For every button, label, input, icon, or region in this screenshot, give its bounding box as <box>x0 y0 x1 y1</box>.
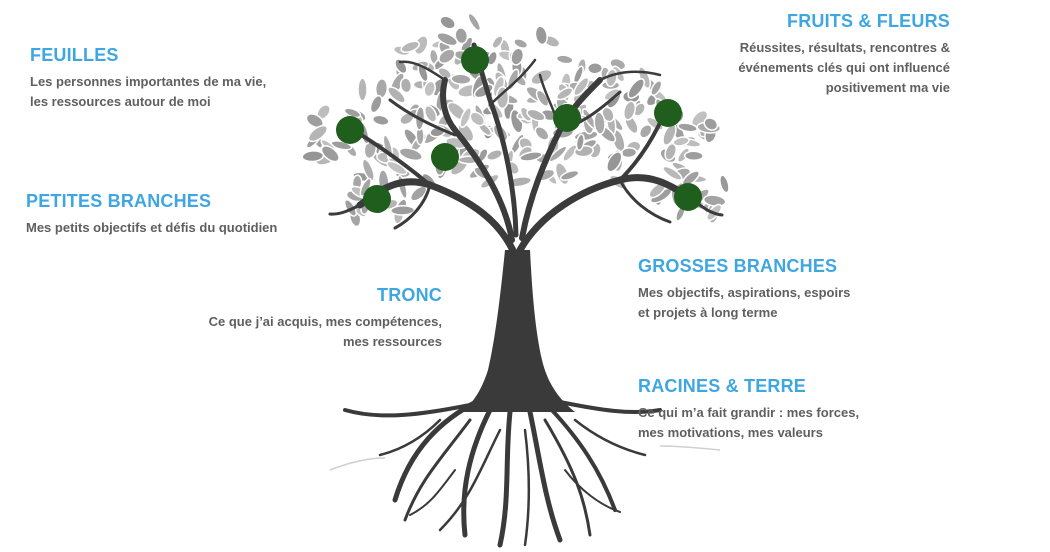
tronc-title: TRONC <box>377 285 442 305</box>
leaf <box>556 87 574 101</box>
racines-line-1: Ce qui m’a fait grandir : mes forces, <box>638 405 860 420</box>
feuilles-line-1: Les personnes importantes de ma vie, <box>30 74 267 89</box>
leaf <box>606 151 623 173</box>
grosses-branches-description: Mes objectifs, aspirations, espoirs et p… <box>638 283 850 323</box>
leaf <box>423 80 436 98</box>
leaf <box>650 80 663 96</box>
tronc-line-2: mes ressources <box>342 334 442 349</box>
fruit <box>363 185 391 213</box>
leaf <box>662 165 683 181</box>
leaf <box>683 150 704 162</box>
leaf <box>386 160 408 176</box>
leaf <box>638 123 653 139</box>
tronc-line-1: Ce que j’ai acquis, mes compétences, <box>208 314 442 329</box>
fruits-label: FRUITS & FLEURS Réussites, résultats, re… <box>738 11 950 98</box>
leaf <box>548 145 568 163</box>
leaf <box>534 126 550 141</box>
leaf <box>719 174 730 194</box>
feuilles-title: FEUILLES <box>30 45 119 65</box>
leaf <box>320 145 340 163</box>
leaf <box>438 48 456 65</box>
leaf <box>677 122 698 133</box>
leaf <box>622 100 637 121</box>
feuilles-description: Les personnes importantes de ma vie, les… <box>30 72 266 112</box>
racines-title: RACINES & TERRE <box>638 376 807 396</box>
leaf <box>534 25 548 46</box>
racines-label: RACINES & TERRE Ce qui m’a fait grandir … <box>638 376 859 443</box>
leaf <box>467 12 482 32</box>
leaf <box>390 205 416 216</box>
leaf <box>387 86 406 104</box>
tronc-label: TRONC Ce que j’ai acquis, mes compétence… <box>209 285 442 352</box>
grosses-branches-title: GROSSES BRANCHES <box>638 256 838 276</box>
roots <box>343 397 662 548</box>
fruits-title: FRUITS & FLEURS <box>787 11 950 31</box>
leaf <box>361 158 375 182</box>
petites-branches-label: PETITES BRANCHES Mes petits objectifs et… <box>26 191 277 238</box>
leaf <box>555 54 574 65</box>
leaf <box>627 78 645 99</box>
leaf <box>400 40 420 54</box>
fruit <box>431 143 459 171</box>
leaf <box>459 106 472 129</box>
grosses-branches-line-1: Mes objectifs, aspirations, espoirs <box>638 285 851 300</box>
petites-branches-line-1: Mes petits objectifs et défis du quotidi… <box>26 220 278 235</box>
leaf <box>620 147 638 159</box>
fruits <box>336 46 702 213</box>
leaf <box>573 76 590 97</box>
petites-branches-description: Mes petits objectifs et défis du quotidi… <box>26 218 277 238</box>
leaf <box>587 62 603 75</box>
leaf <box>439 15 456 30</box>
leaf <box>436 32 459 47</box>
feuilles-label: FEUILLES Les personnes importantes de ma… <box>30 45 266 112</box>
fruit <box>461 46 489 74</box>
leaf <box>371 114 390 126</box>
leaf <box>357 77 368 102</box>
leaf <box>575 133 585 152</box>
racines-line-2: mes motivations, mes valeurs <box>638 425 823 440</box>
leaf <box>423 105 438 123</box>
leaf <box>450 73 472 85</box>
racines-description: Ce qui m’a fait grandir : mes forces, me… <box>638 403 859 443</box>
leaf <box>672 136 690 147</box>
leaf <box>510 47 525 66</box>
leaf <box>469 111 486 127</box>
fruit <box>674 183 702 211</box>
leaf <box>559 169 580 181</box>
fruit <box>654 99 682 127</box>
ground-lines <box>329 445 721 471</box>
leaf <box>526 108 546 122</box>
fruits-line-1: Réussites, résultats, rencontres & <box>739 40 950 55</box>
leaf <box>703 117 719 131</box>
leaf <box>513 38 529 49</box>
leaf <box>369 94 383 114</box>
fruits-line-2: événements clés qui ont influencé <box>738 60 950 75</box>
fruit <box>336 116 364 144</box>
leaf <box>398 147 423 162</box>
fruits-line-3: positivement ma vie <box>825 80 950 95</box>
fruits-description: Réussites, résultats, rencontres & événe… <box>738 38 950 98</box>
grosses-branches-line-2: et projets à long terme <box>638 305 778 320</box>
feuilles-line-2: les ressources autour de moi <box>30 94 211 109</box>
leaf <box>399 77 413 94</box>
trunk <box>462 250 575 412</box>
leaf <box>491 35 504 49</box>
leaf <box>519 151 543 162</box>
tronc-description: Ce que j’ai acquis, mes compétences, mes… <box>209 312 442 352</box>
leaf <box>593 111 606 135</box>
leaf <box>454 27 469 45</box>
fruit <box>553 104 581 132</box>
grosses-branches-label: GROSSES BRANCHES Mes objectifs, aspirati… <box>638 256 850 323</box>
petites-branches-title: PETITES BRANCHES <box>26 191 212 211</box>
leaf <box>307 124 329 143</box>
leaf <box>486 149 503 161</box>
